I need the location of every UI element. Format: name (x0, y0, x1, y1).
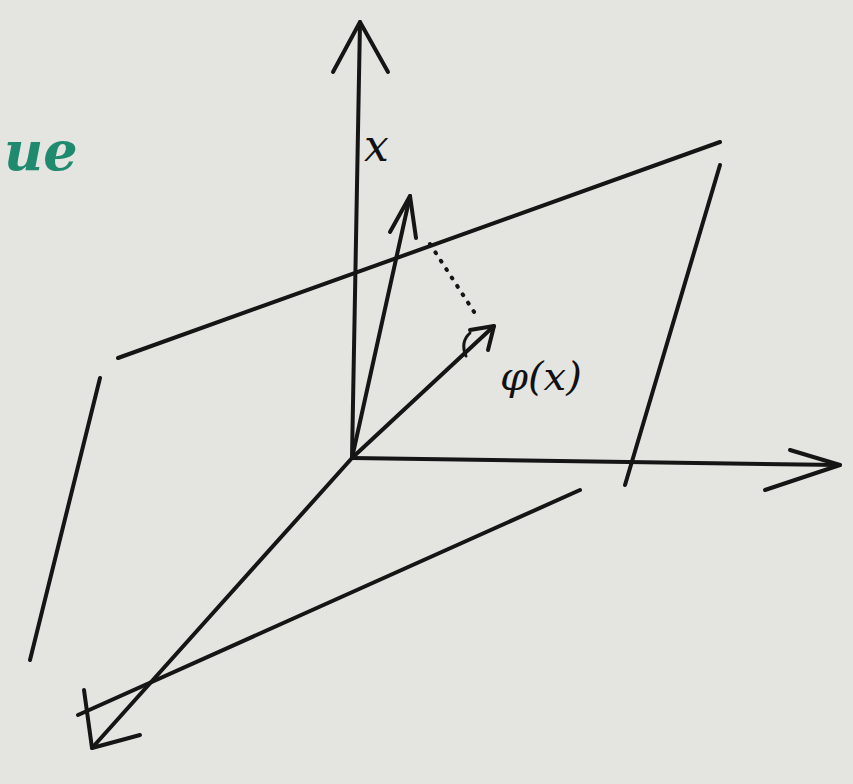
z-axis (352, 22, 360, 458)
cut-off-word: ue (4, 124, 78, 178)
axis-arrowhead (765, 450, 840, 490)
projection-dotted-line (430, 244, 478, 318)
axis-arrowhead (333, 22, 388, 72)
projection-label: φ(x) (500, 356, 582, 396)
vector-arrowhead (390, 196, 416, 238)
plane-edge (118, 142, 720, 358)
vector-label: x (364, 124, 389, 168)
right-angle-mark (464, 333, 470, 356)
plane-edge (30, 378, 100, 660)
vector-x (352, 196, 410, 458)
plane-edge (625, 165, 720, 485)
x-axis (92, 458, 352, 748)
y-axis (352, 458, 840, 465)
vector-projection (352, 326, 494, 458)
vector-arrowhead (470, 326, 494, 350)
axis-arrowhead (84, 690, 140, 748)
